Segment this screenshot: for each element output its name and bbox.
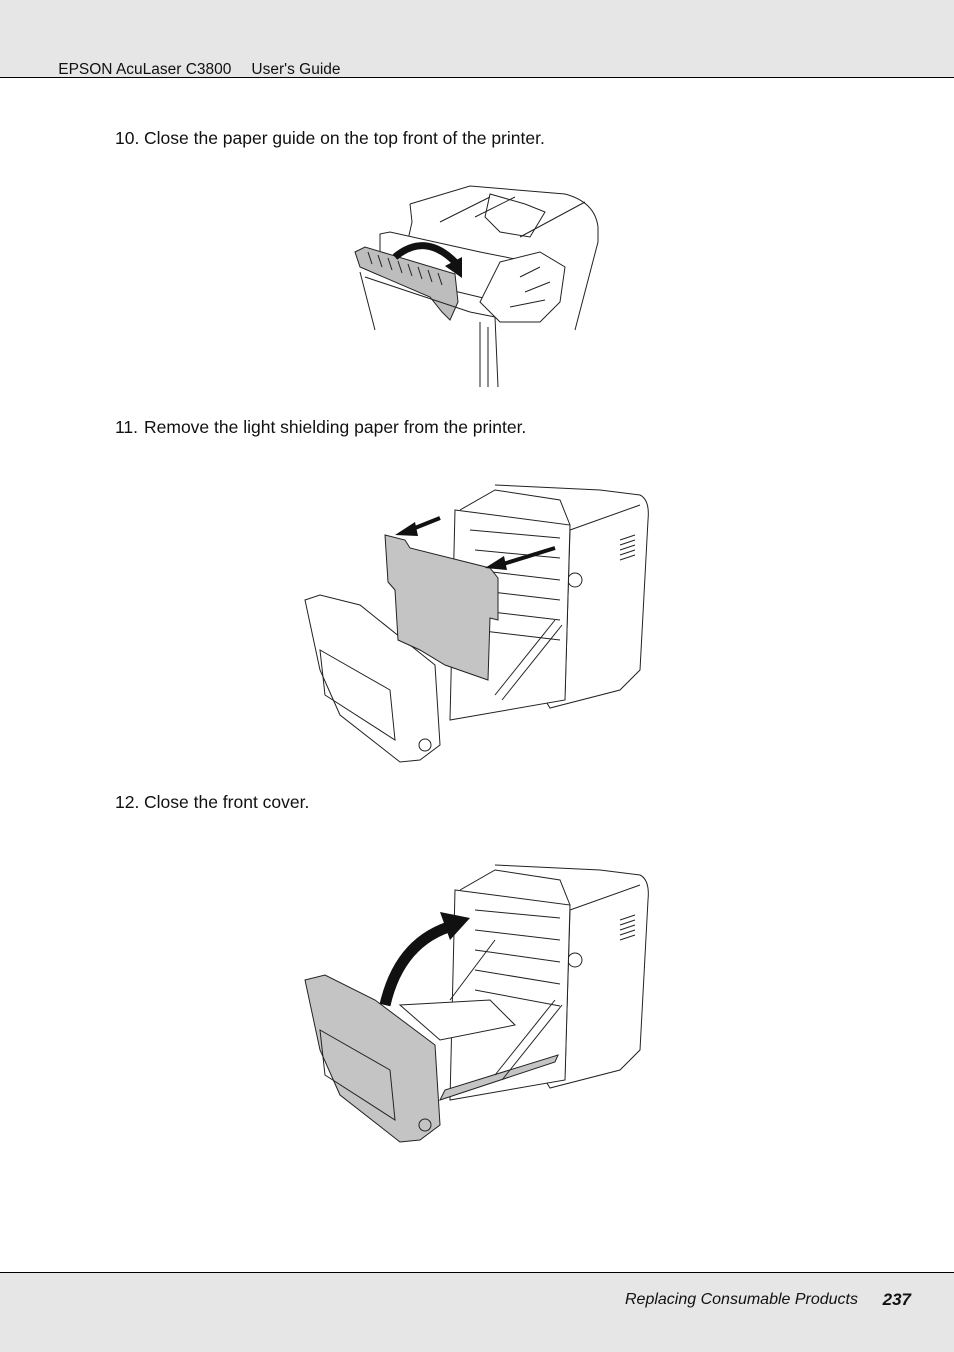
guide-name: User's Guide xyxy=(251,61,341,78)
step-number: 10. xyxy=(115,128,140,148)
step-text: Close the paper guide on the top front o… xyxy=(144,128,545,148)
printer-close-front-cover-illustration xyxy=(300,850,655,1145)
printer-remove-shielding-paper-illustration xyxy=(300,470,655,765)
product-name: EPSON AcuLaser C3800 xyxy=(58,61,232,78)
printer-top-paper-guide-illustration xyxy=(350,182,610,387)
header-title: EPSON AcuLaser C3800 User's Guide xyxy=(41,43,341,97)
step-text: Close the front cover. xyxy=(144,792,310,812)
step-12: 12.Close the front cover. xyxy=(115,792,309,813)
step-text: Remove the light shielding paper from th… xyxy=(144,417,527,437)
page-number: 237 xyxy=(882,1290,911,1309)
footer-section-title: Replacing Consumable Products xyxy=(624,1291,858,1308)
step-11: 11.Remove the light shielding paper from… xyxy=(115,417,526,438)
step-number: 12. xyxy=(115,792,140,812)
step-number: 11. xyxy=(115,417,139,437)
page-footer: Replacing Consumable Products 237 xyxy=(0,1272,954,1352)
step-10: 10.Close the paper guide on the top fron… xyxy=(115,128,545,149)
page-header: EPSON AcuLaser C3800 User's Guide xyxy=(0,0,954,78)
